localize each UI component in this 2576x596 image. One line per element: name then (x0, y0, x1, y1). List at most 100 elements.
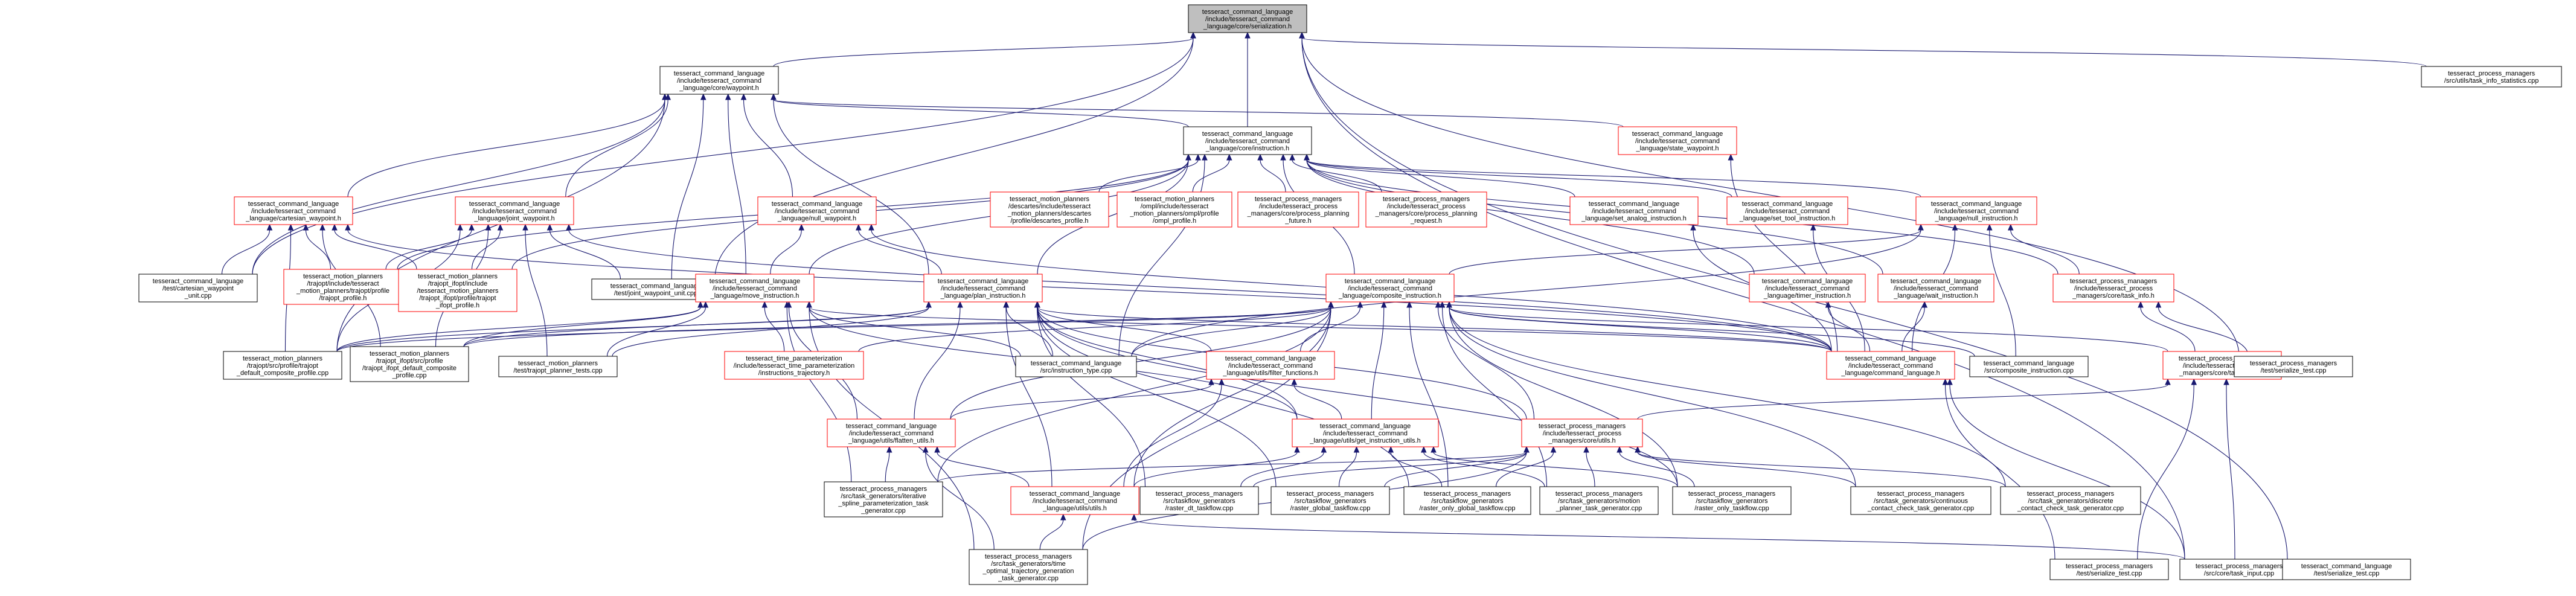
edge-line (773, 99, 929, 275)
node-discrete-contact[interactable]: tesseract_process_managers/src/task_gene… (2000, 486, 2141, 515)
edge-line (1437, 307, 1535, 420)
node-label-line: tesseract_process_managers (1424, 490, 1511, 498)
node-box (1403, 486, 1531, 515)
arrow-head-icon (1810, 223, 1816, 231)
node-flatten-utils[interactable]: tesseract_command_language/include/tesse… (827, 418, 956, 447)
node-label-line: _language/timer_instruction.h (1763, 292, 1851, 300)
node-label-line: tesseract_command_language (1891, 278, 1981, 285)
node-move-instruction[interactable]: tesseract_command_language/include/tesse… (695, 274, 815, 303)
node-time-optimal[interactable]: tesseract_process_managers/src/task_gene… (969, 549, 1088, 585)
edge-waypoint-to-serialization (773, 31, 1196, 67)
node-trajopt-profile[interactable]: tesseract_motion_planners/trajopt/includ… (283, 269, 403, 305)
node-timer-instruction[interactable]: tesseract_command_language/include/tesse… (1749, 274, 1866, 303)
node-ompl-profile[interactable]: tesseract_motion_planners/ompl/include/t… (1117, 191, 1232, 228)
edge-planning-request-to-instruction (1289, 153, 1382, 193)
node-raster-global[interactable]: tesseract_process_managers/src/taskflow_… (1270, 486, 1390, 515)
edge-cartesian-waypoint-unit-to-cartesian-waypoint (221, 223, 273, 275)
node-get-instruction-utils[interactable]: tesseract_command_language/include/tesse… (1292, 418, 1439, 447)
node-state-waypoint[interactable]: tesseract_command_language/include/tesse… (1618, 126, 1737, 155)
node-trajopt-ifopt-profile[interactable]: tesseract_motion_planners/trajopt_ifopt/… (398, 269, 517, 312)
node-planning-request[interactable]: tesseract_process_managers/include/tesse… (1365, 191, 1487, 228)
node-cartesian-waypoint-unit[interactable]: tesseract_command_language/test/cartesia… (138, 274, 258, 303)
node-null-instruction[interactable]: tesseract_command_language/include/tesse… (1915, 196, 2037, 225)
node-composite-instruction-cpp[interactable]: tesseract_command_language/src/composite… (1969, 356, 2089, 377)
node-trajopt-default-composite[interactable]: tesseract_motion_planners/trajopt/src/pr… (223, 351, 342, 380)
edge-line (1827, 307, 1871, 352)
node-joint-waypoint[interactable]: tesseract_command_language/include/tesse… (455, 196, 574, 225)
node-instruction[interactable]: tesseract_command_language/include/tesse… (1183, 126, 1312, 155)
edge-serialize-test-to-task-info (2155, 301, 2249, 357)
node-cartesian-waypoint[interactable]: tesseract_command_language/include/tesse… (234, 196, 353, 225)
edge-line (336, 307, 1331, 352)
edge-line (1133, 519, 2185, 560)
node-command-language[interactable]: tesseract_command_language/include/tesse… (1826, 351, 1955, 380)
node-task-info-stats[interactable]: tesseract_process_managers/src/utils/tas… (2421, 66, 2562, 88)
node-serialize-test-cl[interactable]: tesseract_process_managers/test/serializ… (2049, 559, 2169, 580)
arrow-head-icon (784, 301, 790, 308)
node-label-line: /include/tesseract_command (1592, 208, 1676, 215)
node-set-tool[interactable]: tesseract_command_language/include/tesse… (1726, 196, 1848, 225)
node-plan-instruction[interactable]: tesseract_command_language/include/tesse… (923, 274, 1043, 303)
node-serialize-test[interactable]: tesseract_process_managers/test/serializ… (2234, 356, 2353, 377)
node-null-waypoint[interactable]: tesseract_command_language/include/tesse… (757, 196, 877, 225)
node-instruction-type[interactable]: tesseract_command_language/src/instructi… (1015, 356, 1137, 377)
node-label-line: /test/cartesian_waypoint (162, 285, 234, 292)
node-serialize-test-cmd[interactable]: tesseract_command_language/test/serializ… (2282, 559, 2411, 580)
edge-serialize-test-to-serialization (1299, 31, 2240, 357)
arrow-head-icon (2191, 378, 2197, 385)
node-iterative-spline[interactable]: tesseract_process_managers/src/task_gene… (824, 481, 943, 517)
node-filter-functions[interactable]: tesseract_command_language/include/tesse… (1206, 351, 1335, 380)
node-task-input-cpp[interactable]: tesseract_process_managers/src/core/task… (2179, 559, 2299, 580)
node-raster-only-global[interactable]: tesseract_process_managers/src/taskflow_… (1403, 486, 1531, 515)
edge-line (1449, 307, 1678, 487)
edge-line (1944, 384, 2055, 560)
node-box (138, 274, 258, 303)
node-serialization[interactable]: tesseract_command_language/include/tesse… (1188, 4, 1307, 33)
edge-cartesian-waypoint-unit-to-waypoint (252, 93, 668, 275)
edge-line (1306, 159, 1921, 197)
node-label-line: tesseract_process_managers (2066, 563, 2153, 570)
node-label-line: tesseract_process_managers (840, 485, 928, 493)
node-box (1292, 418, 1439, 447)
node-composite-instruction[interactable]: tesseract_command_language/include/tesse… (1325, 274, 1455, 303)
node-set-analog[interactable]: tesseract_command_language/include/tesse… (1569, 196, 1699, 225)
node-label-line: tesseract_process_managers (1877, 490, 1965, 498)
node-utils-h[interactable]: tesseract_command_language/include/tesse… (1010, 486, 1139, 515)
node-trajopt-ifopt-default-composite[interactable]: tesseract_motion_planners/trajopt_ifopt/… (350, 346, 469, 382)
edge-line (925, 452, 995, 550)
arrow-head-icon (1289, 153, 1295, 161)
node-continuous-contact[interactable]: tesseract_process_managers/src/task_gene… (1850, 486, 1991, 515)
node-descartes-profile[interactable]: tesseract_motion_planners/descartes/incl… (990, 191, 1109, 228)
edge-line (2158, 307, 2249, 357)
node-label-line: /include/tesseract_command (1635, 138, 1720, 145)
node-planning-future[interactable]: tesseract_process_managers/include/tesse… (1237, 191, 1359, 228)
arrow-head-icon (1921, 301, 1928, 308)
node-label-line: tesseract_command_language (1030, 490, 1120, 498)
edge-line (252, 37, 1194, 275)
arrow-head-icon (1003, 301, 1010, 308)
node-label-line: _managers/core/task_info.h (2072, 292, 2155, 300)
edge-flatten-utils-to-plan-instruction (914, 301, 963, 420)
edge-command-language-to-wait-instruction (1902, 301, 1928, 352)
edge-command-language-to-plan-instruction (1034, 301, 1832, 352)
node-raster-dt[interactable]: tesseract_process_managers/src/taskflow_… (1139, 486, 1259, 515)
node-wait-instruction[interactable]: tesseract_command_language/include/tesse… (1877, 274, 1994, 303)
node-instructions-trajectory[interactable]: tesseract_time_parameterization/include/… (724, 351, 864, 380)
arrow-head-icon (1446, 301, 1452, 308)
edge-get-instruction-utils-to-filter-functions (1291, 378, 1342, 420)
edge-command-language-to-timer-instruction (1825, 301, 1871, 352)
node-label-line: /include/tesseract_command (849, 430, 934, 437)
edge-line (1301, 37, 2185, 560)
node-waypoint[interactable]: tesseract_command_language/include/tesse… (659, 66, 779, 95)
arrow-head-icon (1690, 223, 1696, 231)
node-box (827, 418, 956, 447)
edge-line (1005, 307, 1054, 357)
arrow-head-icon (868, 223, 874, 231)
node-label-line: /include/tesseract_command (472, 208, 557, 215)
edge-line (773, 37, 1194, 67)
node-core-utils[interactable]: tesseract_process_managers/include/tesse… (1521, 418, 1643, 447)
node-motion-planner-task[interactable]: tesseract_process_managers/src/task_gene… (1539, 486, 1659, 515)
node-raster-only[interactable]: tesseract_process_managers/src/taskflow_… (1672, 486, 1792, 515)
node-task-info[interactable]: tesseract_process_managers/include/tesse… (2052, 274, 2174, 303)
node-trajopt-planner-tests[interactable]: tesseract_motion_planners/test/trajopt_p… (498, 356, 618, 377)
